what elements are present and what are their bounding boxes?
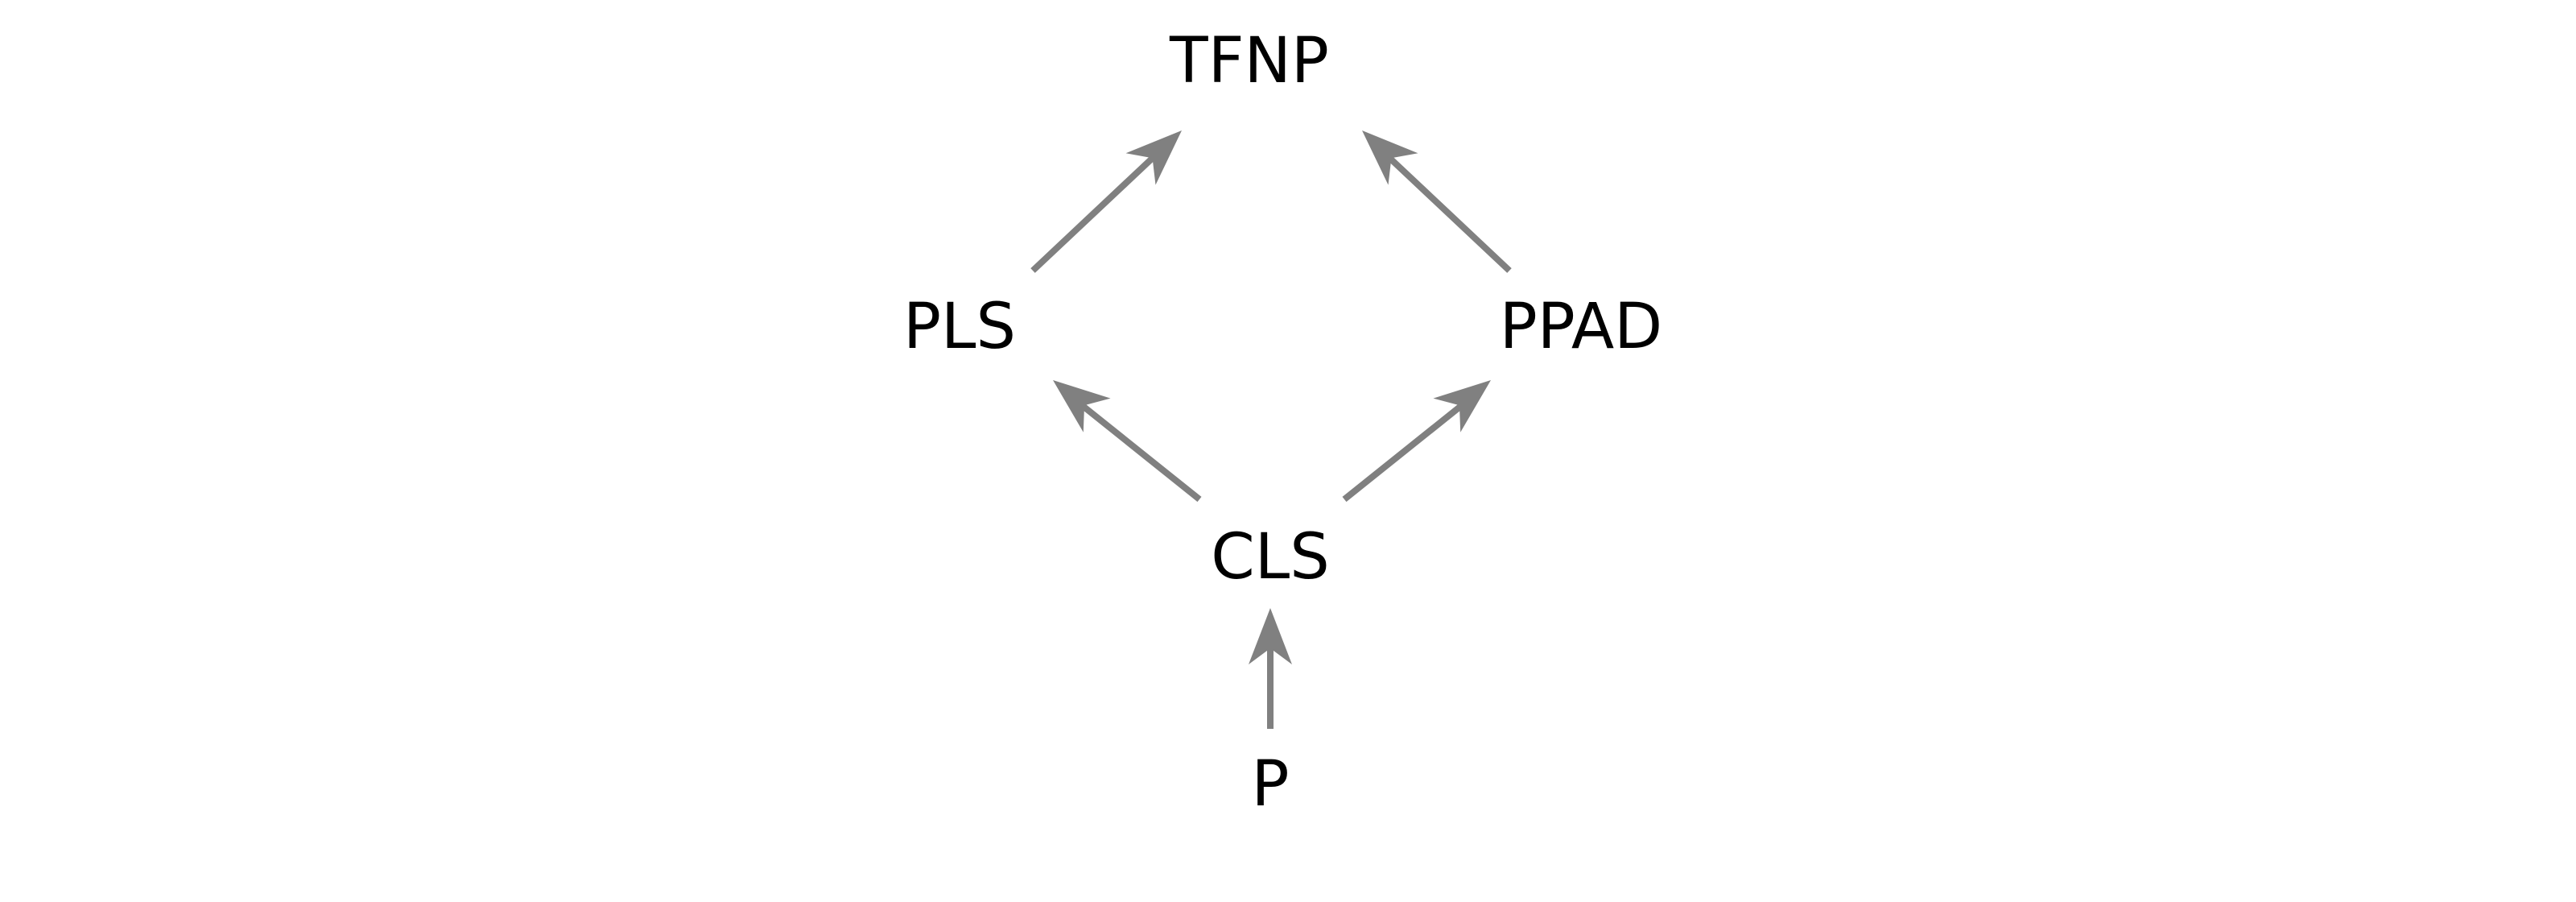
arrowheads [1053,130,1491,664]
edge-cls-to-pls [1076,399,1202,503]
arrowhead-p-to-cls [1249,608,1292,664]
arrowhead-ppad-to-tfnp [1362,130,1418,185]
edges [1030,155,1512,729]
arrowhead-cls-to-pls [1053,380,1111,432]
arrowhead-cls-to-ppad [1433,380,1491,432]
node-pls: PLS [903,291,1016,363]
node-tfnp: TFNP [1169,25,1329,97]
node-ppad: PPAD [1500,291,1663,363]
edge-ppad-to-tfnp [1386,155,1512,273]
edge-cls-to-ppad [1342,399,1468,503]
node-cls: CLS [1211,521,1329,594]
node-p: P [1251,748,1289,821]
arrowhead-pls-to-tfnp [1125,130,1182,185]
edge-pls-to-tfnp [1030,155,1156,273]
